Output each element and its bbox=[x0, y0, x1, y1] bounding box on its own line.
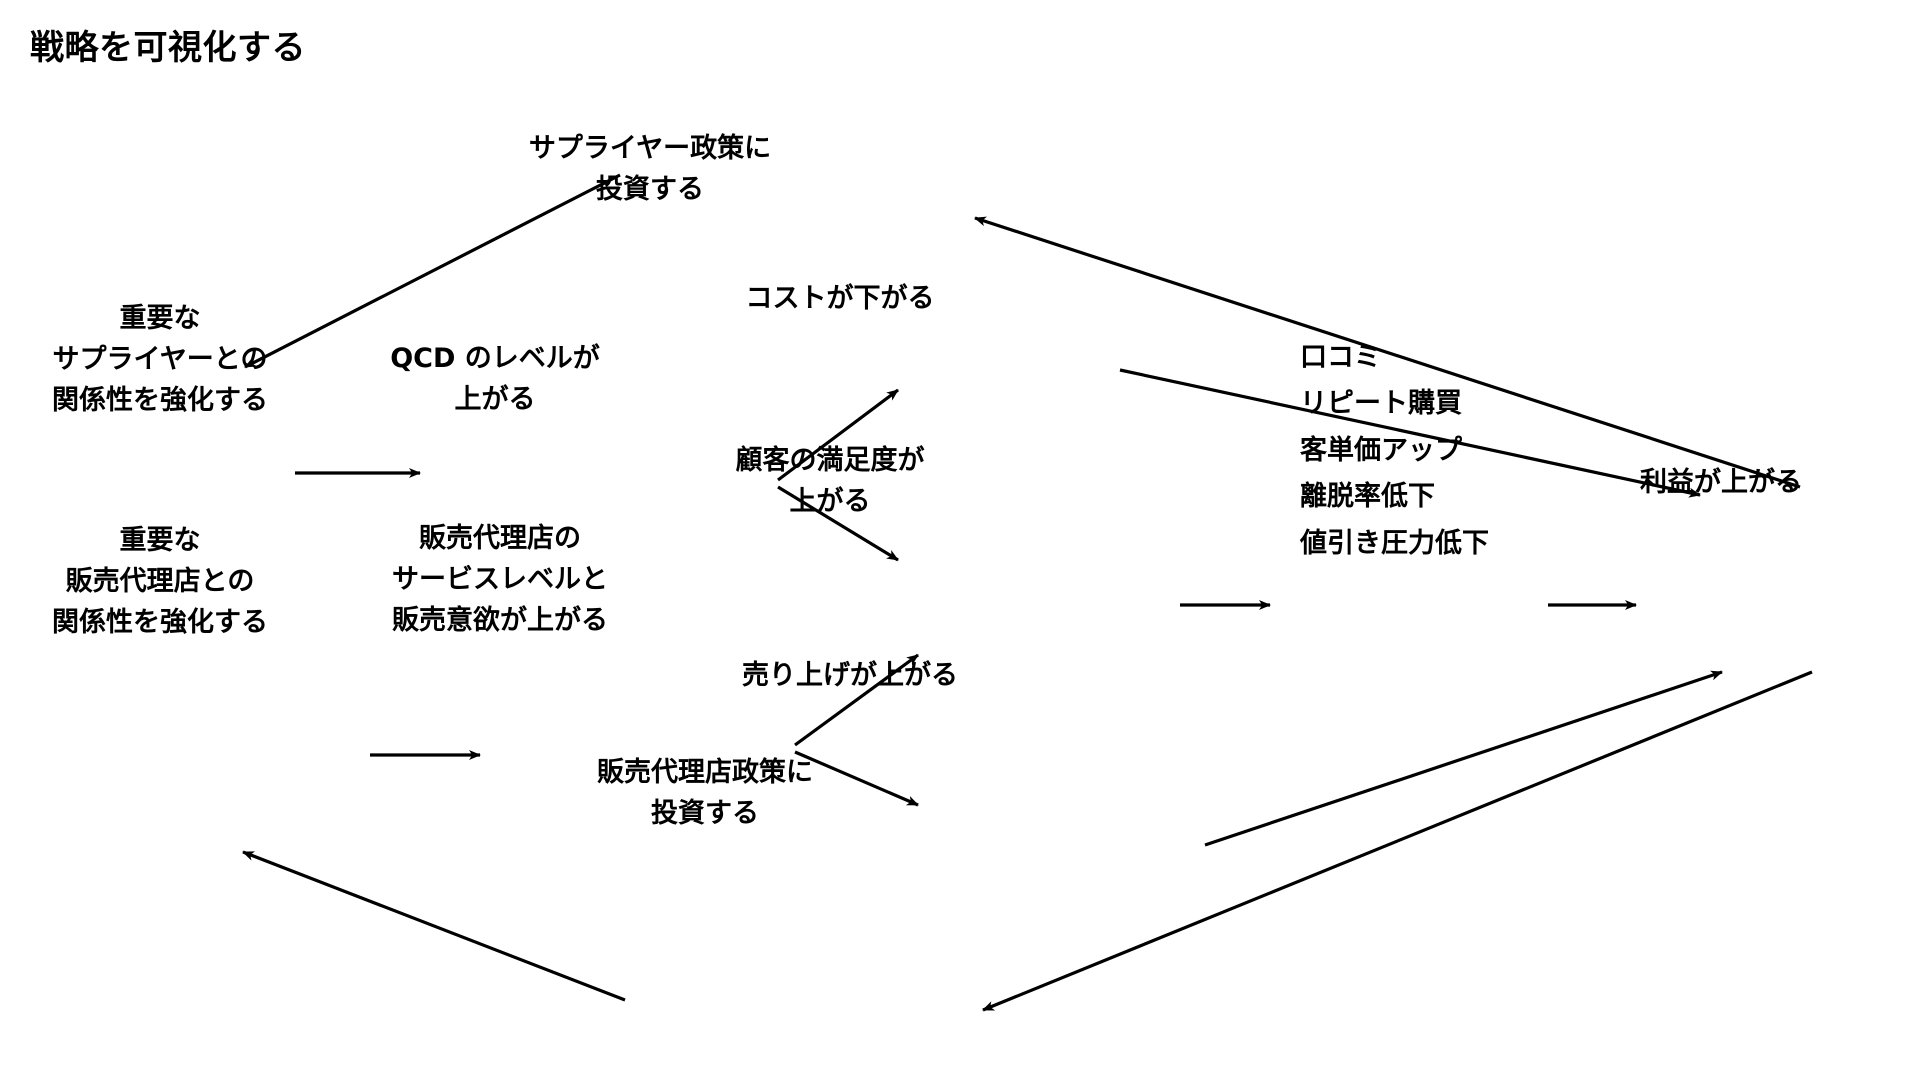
edge-dealer-policy-to-dealer-relation bbox=[242, 850, 626, 1002]
node-cost-down[interactable]: コストが下がる bbox=[745, 283, 935, 314]
node-dealer-service-level[interactable]: 販売代理店の サービスレベルと 販売意欲が上がる bbox=[392, 523, 608, 637]
node-supplier-relation[interactable]: 重要な サプライヤーとの 関係性を強化する bbox=[52, 303, 268, 417]
node-supplier-policy[interactable]: サプライヤー政策に 投資する bbox=[528, 133, 772, 206]
node-profit-up[interactable]: 利益が上がる bbox=[1640, 467, 1802, 498]
node-qcd-level-up[interactable]: QCD のレベルが 上がる bbox=[390, 343, 600, 416]
node-customer-satisfaction-up[interactable]: 顧客の満足度が 上がる bbox=[735, 445, 925, 518]
node-sales-up[interactable]: 売り上げが上がる bbox=[742, 660, 958, 691]
page-title: 戦略を可視化する bbox=[30, 28, 306, 68]
node-dealer-relation[interactable]: 重要な 販売代理店との 関係性を強化する bbox=[52, 525, 268, 639]
node-customer-outcomes[interactable]: 口コミ リピート購買 客単価アップ 離脱率低下 値引き圧力低下 bbox=[1300, 342, 1489, 559]
edge-profit-to-dealer-policy bbox=[982, 670, 1813, 1012]
node-dealer-policy[interactable]: 販売代理店政策に 投資する bbox=[597, 757, 813, 830]
edge-sales-up-to-profit bbox=[1204, 670, 1723, 847]
